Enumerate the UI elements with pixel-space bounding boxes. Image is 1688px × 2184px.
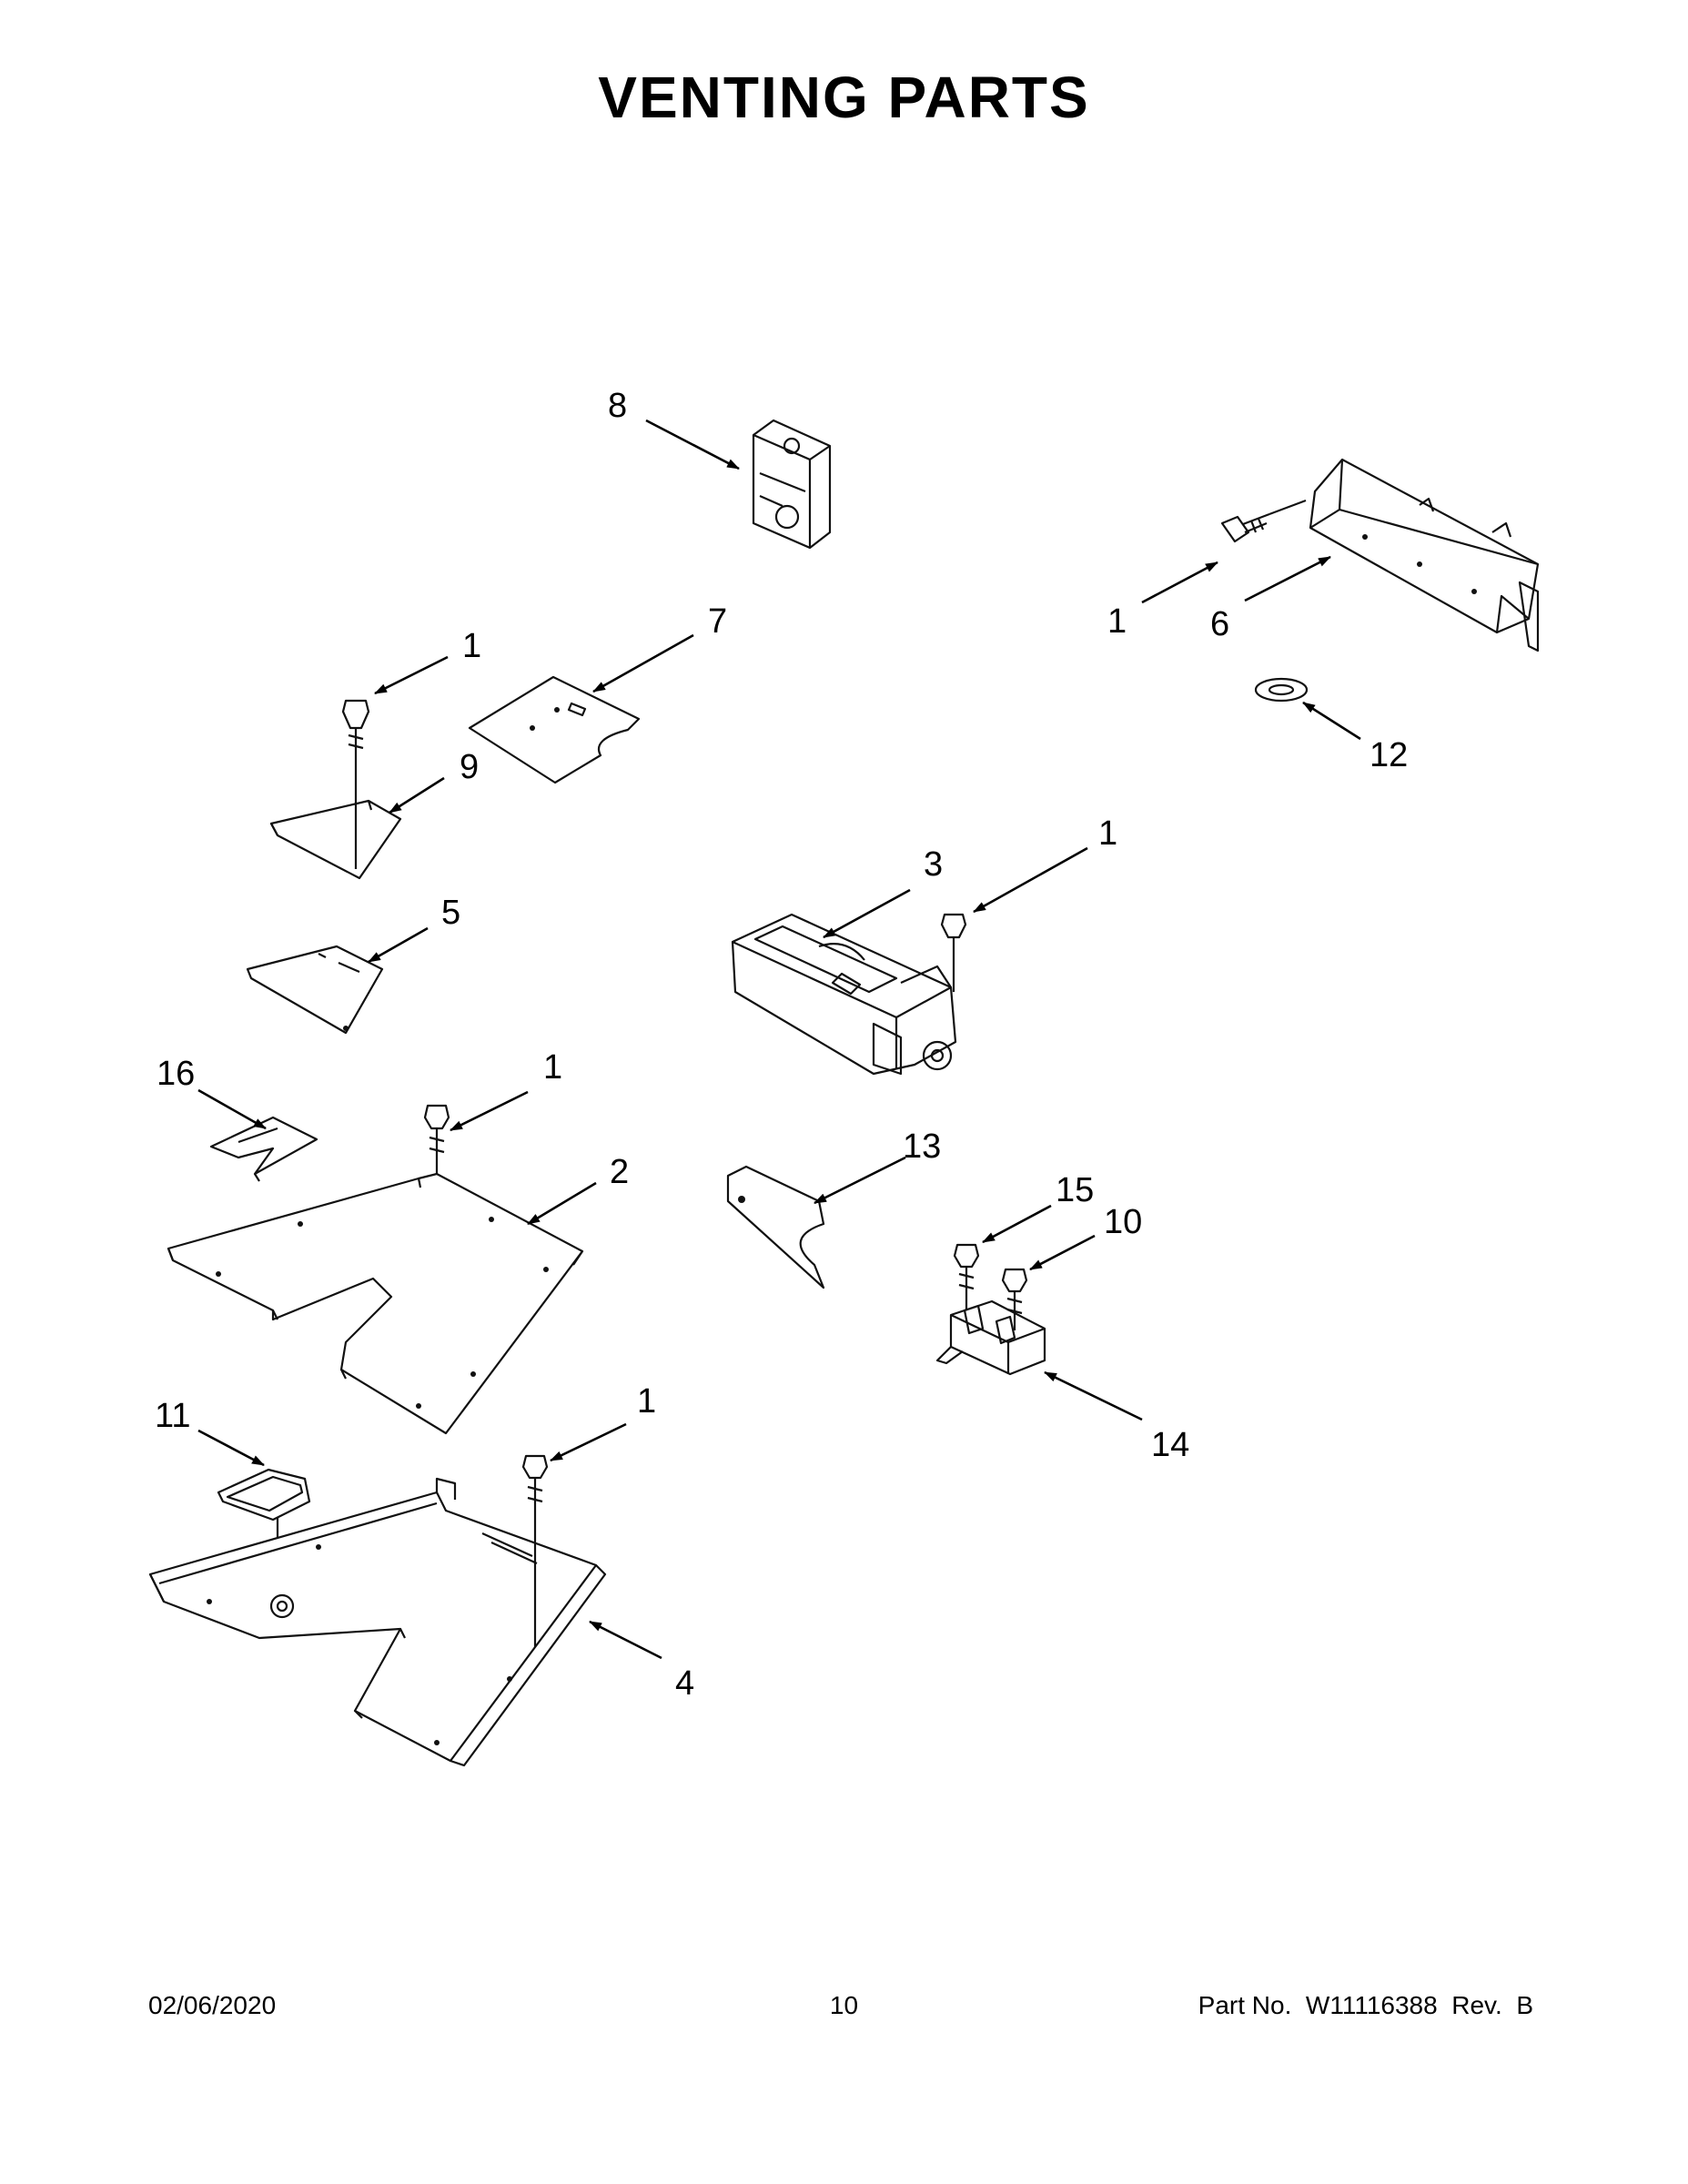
part-2-baffle-plate <box>167 1104 584 1435</box>
part-13-cover <box>726 1165 825 1289</box>
part-14-terminal-block <box>935 1299 1046 1376</box>
leader-line <box>1244 555 1331 602</box>
page-title: VENTING PARTS <box>598 65 1090 130</box>
footer-page-number: 10 <box>829 1991 859 2019</box>
callout-1: 1 <box>637 1382 656 1421</box>
callout-8: 8 <box>608 387 627 425</box>
callout-11: 11 <box>155 1397 190 1435</box>
callout-1: 1 <box>543 1048 562 1087</box>
part-12-grommet <box>1254 677 1309 703</box>
callout-14: 14 <box>1151 1426 1189 1464</box>
leader-line <box>389 776 445 814</box>
leader-line <box>450 1090 529 1132</box>
footer-part-number: Part No. W11116388 Rev. B <box>1198 1991 1533 2019</box>
part-16-gasket <box>209 1116 318 1182</box>
part-10-screw <box>1001 1268 1028 1330</box>
part-7-gasket-plate <box>468 675 641 784</box>
callout-1: 1 <box>462 627 481 665</box>
leader-line <box>645 419 740 470</box>
part-6-vent-bracket <box>1309 458 1540 652</box>
callout-6: 6 <box>1210 605 1229 643</box>
callout-4: 4 <box>675 1664 694 1703</box>
part-1-screw-right <box>1220 499 1307 543</box>
leader-line <box>1302 701 1361 741</box>
part-15-screw <box>953 1243 980 1310</box>
part-9-bracket <box>269 699 402 880</box>
callout-12: 12 <box>1370 736 1408 774</box>
callout-10: 10 <box>1104 1203 1142 1241</box>
leader-line <box>550 1422 627 1462</box>
callout-13: 13 <box>903 1127 941 1166</box>
leader-line <box>1044 1370 1143 1421</box>
callout-16: 16 <box>157 1055 195 1093</box>
callout-2: 2 <box>610 1153 629 1191</box>
leader-line <box>1029 1234 1096 1271</box>
leader-line <box>368 926 429 964</box>
callout-1: 1 <box>1098 814 1117 853</box>
leader-line <box>592 633 694 693</box>
callout-7: 7 <box>708 602 727 641</box>
leader-line <box>197 1429 265 1467</box>
leader-line <box>814 1156 906 1205</box>
part-4-bottom-panel <box>148 1454 607 1767</box>
leader-line <box>197 1088 267 1130</box>
leader-line <box>1141 561 1218 604</box>
leader-line <box>982 1204 1052 1244</box>
callout-1: 1 <box>1107 602 1127 641</box>
footer-date: 02/06/2020 <box>148 1991 277 2019</box>
part-5-cover-plate <box>246 945 384 1035</box>
leader-line <box>589 1620 662 1660</box>
leader-line <box>823 888 911 939</box>
callout-3: 3 <box>924 845 943 884</box>
leader-line <box>374 655 449 695</box>
callout-9: 9 <box>460 748 479 786</box>
callout-5: 5 <box>441 894 460 932</box>
leader-line <box>527 1181 597 1226</box>
leader-line <box>973 846 1088 914</box>
part-8-junction-box <box>752 419 832 550</box>
part-3-damper-assembly <box>731 913 967 1076</box>
callout-15: 15 <box>1056 1171 1094 1209</box>
